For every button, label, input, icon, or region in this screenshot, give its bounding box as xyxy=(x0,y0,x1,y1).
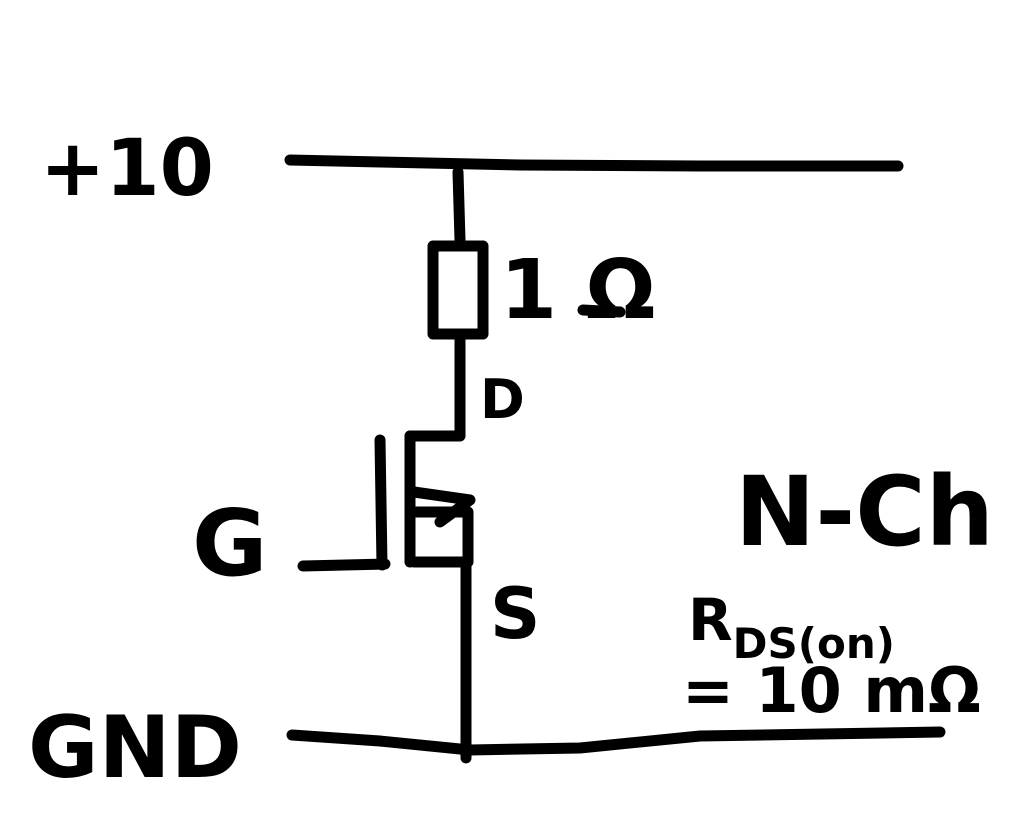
channel-type-label: N-Ch xyxy=(735,456,994,568)
rds-on-label: RDS(on) xyxy=(688,586,895,668)
ground-rail xyxy=(286,726,946,756)
resistor-label-underline xyxy=(577,304,626,318)
supply-rail xyxy=(284,154,904,172)
mosfet-body-connection xyxy=(408,506,474,568)
supply-label: +10 xyxy=(40,124,214,214)
ground-label: GND xyxy=(28,698,242,798)
gate-wire xyxy=(297,558,391,572)
resistor-to-drain-wire xyxy=(404,332,466,442)
gate-label: G xyxy=(192,490,268,597)
rds-symbol: R xyxy=(688,586,733,654)
drain-label: D xyxy=(480,368,525,431)
mosfet-arrow xyxy=(408,486,476,528)
mosfet-gate-plate xyxy=(374,434,388,571)
resistor-value-label: 1 Ω xyxy=(500,243,655,338)
source-label: S xyxy=(490,573,540,655)
rds-on-value: = 10 mΩ xyxy=(682,654,981,727)
supply-to-resistor-wire xyxy=(452,166,466,246)
resistor-symbol xyxy=(427,240,489,340)
rds-subscript: DS(on) xyxy=(733,619,895,668)
